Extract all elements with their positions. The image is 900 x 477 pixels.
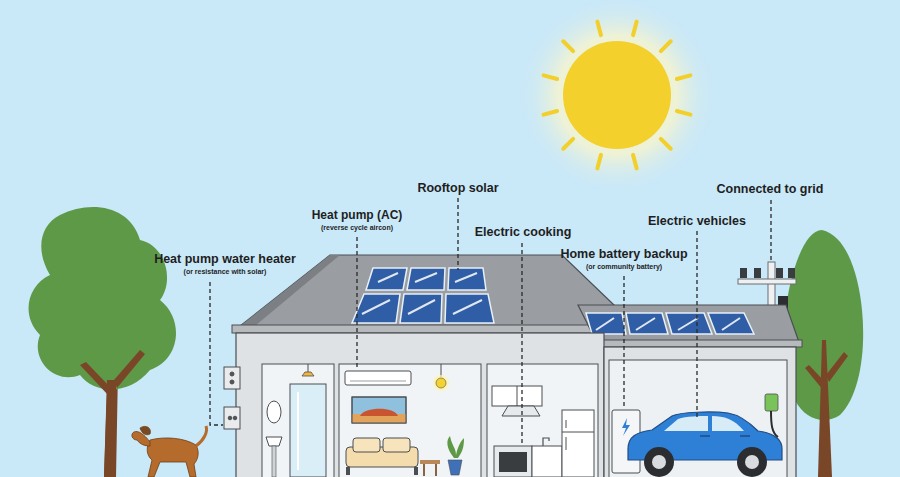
sun-ray — [544, 75, 558, 79]
ev-charger — [765, 394, 778, 437]
bathroom — [266, 364, 326, 477]
sun-ray — [661, 41, 671, 51]
sun — [517, 0, 717, 195]
sun-ray — [597, 22, 601, 36]
sun-ray — [633, 22, 637, 36]
kitchen — [492, 386, 594, 477]
tree-left — [29, 207, 176, 477]
callout-note: (reverse cycle aircon) — [321, 224, 393, 232]
sun-ray — [563, 139, 573, 149]
solar-panels-garage — [586, 313, 754, 334]
sun-ray — [563, 41, 573, 51]
house-walls — [236, 333, 796, 477]
sun-ray — [661, 139, 671, 149]
main-roof — [232, 255, 642, 333]
sun-ray — [633, 155, 637, 169]
solar-panels — [352, 268, 494, 323]
sun-ray — [544, 111, 558, 115]
callout-label: Electric vehicles — [648, 215, 746, 229]
garage-roof — [578, 305, 802, 347]
callout-label: Connected to grid — [717, 183, 824, 197]
water-heater — [224, 367, 240, 429]
living-room — [345, 364, 464, 476]
electric-car — [628, 412, 782, 477]
callout-label: Heat pump (AC) — [312, 209, 403, 222]
callout-label: Home battery backup — [560, 248, 687, 262]
callout-label: Electric cooking — [475, 226, 572, 240]
callout-label: Rooftop solar — [417, 182, 498, 196]
leader-lines — [210, 198, 771, 444]
callout-label: Heat pump water heater — [154, 253, 296, 267]
sun-ray — [677, 111, 691, 115]
sun-ray — [677, 75, 691, 79]
sun-ray — [597, 155, 601, 169]
callout-note: (or community battery) — [586, 263, 662, 271]
callout-note: (or resistance with solar) — [184, 268, 267, 276]
dog — [132, 426, 207, 477]
